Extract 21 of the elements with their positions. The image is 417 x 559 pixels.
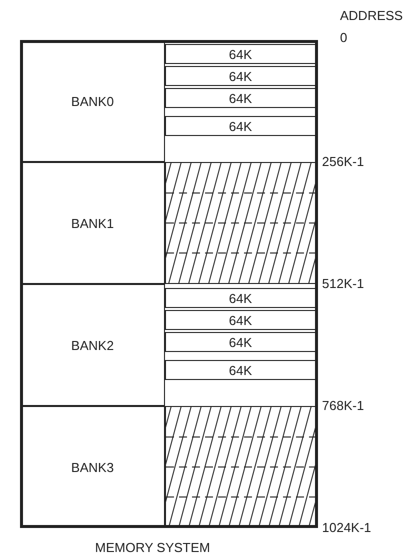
bank-box: BANK0: [20, 40, 165, 162]
memory-block: 64K: [165, 88, 316, 108]
column-heading: ADDRESS: [340, 8, 403, 23]
memory-block: 64K: [165, 310, 316, 330]
memory-block: 64K: [165, 66, 316, 86]
hatched-region: [165, 406, 318, 528]
memory-block: 64K: [165, 288, 316, 308]
hatched-region: [165, 162, 318, 284]
memory-block: 64K: [165, 360, 316, 380]
bank-box: BANK3: [20, 406, 165, 528]
memory-block: 64K: [165, 332, 316, 352]
address-label: 256K-1: [322, 154, 364, 169]
address-label: 0: [340, 30, 348, 45]
address-label: 768K-1: [322, 398, 364, 413]
bank-box: BANK1: [20, 162, 165, 284]
address-label: 512K-1: [322, 276, 364, 291]
memory-block: 64K: [165, 116, 316, 136]
bank-box: BANK2: [20, 284, 165, 406]
address-label: 1024K-1: [322, 520, 372, 535]
memory-block: 64K: [165, 44, 316, 64]
caption: MEMORY SYSTEM: [95, 540, 210, 555]
